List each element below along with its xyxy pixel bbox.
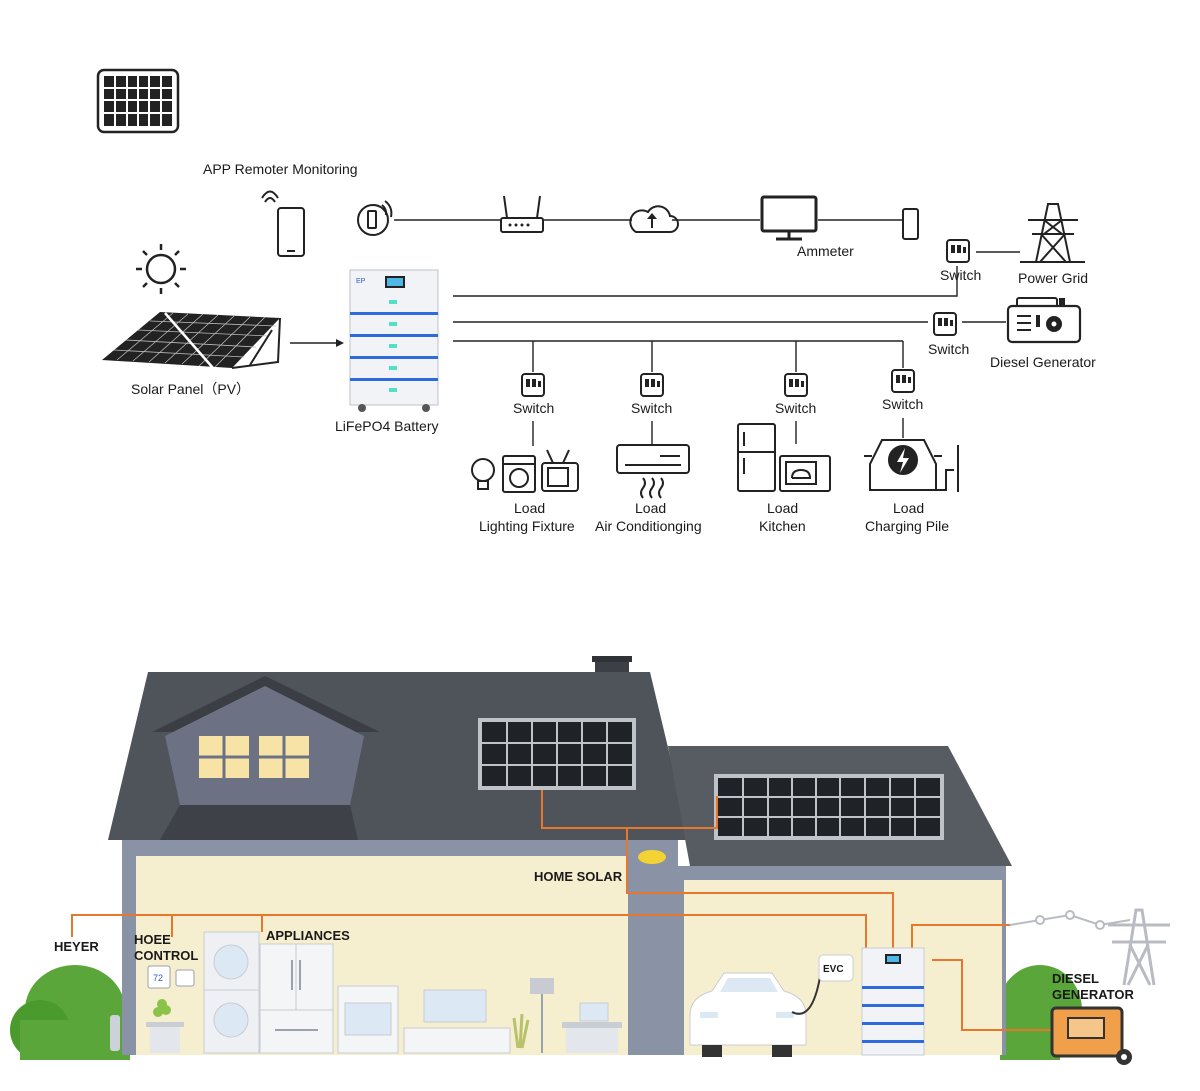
plant-table [146, 999, 184, 1053]
load-2-title: Load [635, 500, 666, 516]
load-switch-label-4: Switch [882, 396, 923, 412]
svg-text:EP: EP [356, 278, 366, 285]
outside-diesel-generator [1050, 1006, 1132, 1065]
oven [337, 985, 399, 1054]
thermostat-panel: 72 [147, 965, 195, 989]
diesel-generator-icon [1006, 297, 1082, 344]
solar-panel-label: Solar Panel（PV） [131, 381, 250, 397]
load-1-name: Lighting Fixture [479, 518, 575, 534]
roof-solar-panel-2 [714, 774, 944, 840]
power-grid-label: Power Grid [1018, 270, 1088, 286]
ceiling-light [638, 850, 666, 864]
washer-dryer [203, 931, 260, 1054]
left-tree [10, 965, 130, 1060]
outside-grid-line [1009, 910, 1131, 930]
evc-box [818, 954, 854, 982]
grid-switch-label: Switch [940, 267, 981, 283]
load-switch-label-3: Switch [775, 400, 816, 416]
load-1-title: Load [514, 500, 545, 516]
battery-label: LiFePO4 Battery [335, 418, 439, 434]
generator-switch-label: Switch [928, 341, 969, 357]
load-4-title: Load [893, 500, 924, 516]
ammeter-label: Ammeter [797, 243, 854, 259]
switch-icon-grid [946, 239, 970, 263]
load-switch-label-2: Switch [631, 400, 672, 416]
router-icon [500, 195, 544, 233]
load-4-name: Charging Pile [865, 518, 949, 534]
diesel-generator-label: Diesel Generator [990, 354, 1096, 370]
power-bus [453, 251, 1020, 446]
battery-stack: EP [349, 269, 439, 412]
heyer-label: HEYER [54, 939, 99, 954]
cloud-upload-icon [629, 205, 679, 233]
power-grid-tower-icon [1020, 203, 1085, 263]
phone-icon [261, 190, 305, 257]
wiring [71, 790, 1052, 1031]
home-solar-label: HOME SOLAR [534, 869, 623, 884]
solar-module-icon [96, 68, 180, 134]
switch-icon-load-4 [891, 369, 915, 393]
air-conditioner-icon [616, 444, 690, 499]
thermostat-value: 72 [153, 973, 163, 983]
desk-laptop [562, 1002, 622, 1053]
charging-pile-icon [864, 439, 959, 492]
monitor-icon [760, 195, 818, 241]
evc-label: EVC [823, 964, 844, 975]
dormer-windows [199, 736, 309, 778]
load-2-name: Air Conditionging [595, 518, 702, 534]
diesel-label-1: DIESEL [1052, 971, 1099, 986]
switch-icon-load-1 [521, 373, 545, 397]
fridge [259, 943, 334, 1054]
tv-console [403, 989, 511, 1054]
hoee-label-2: CONTROL [134, 948, 198, 963]
floor-lamp [530, 978, 554, 1053]
sun-icon [136, 244, 186, 294]
pv-to-battery-arrow [290, 339, 344, 347]
electric-car [689, 972, 807, 1057]
switch-icon-load-3 [784, 373, 808, 397]
load-3-title: Load [767, 500, 798, 516]
switch-icon-load-2 [640, 373, 664, 397]
house-battery-stack [861, 947, 925, 1056]
kitchen-icon [737, 423, 831, 492]
hoee-label-1: HOEE [134, 932, 171, 947]
ev-cable [791, 976, 821, 1015]
appliances-label: APPLIANCES [266, 928, 350, 943]
battery-monitor-icon [357, 200, 393, 236]
roof-solar-panel-1 [478, 718, 636, 790]
wall-lamp [110, 1015, 120, 1051]
switch-icon-generator [933, 312, 957, 336]
plant-vase [512, 1013, 530, 1049]
outside-grid-tower [1108, 908, 1170, 986]
app-monitoring-label: APP Remoter Monitoring [203, 161, 358, 177]
load-3-name: Kitchen [759, 518, 806, 534]
lighting-appliances-icon [471, 449, 579, 493]
mobile-icon [902, 208, 919, 240]
load-switch-label-1: Switch [513, 400, 554, 416]
solar-panel-icon [102, 312, 281, 369]
diesel-label-2: GENERATOR [1052, 987, 1134, 1002]
